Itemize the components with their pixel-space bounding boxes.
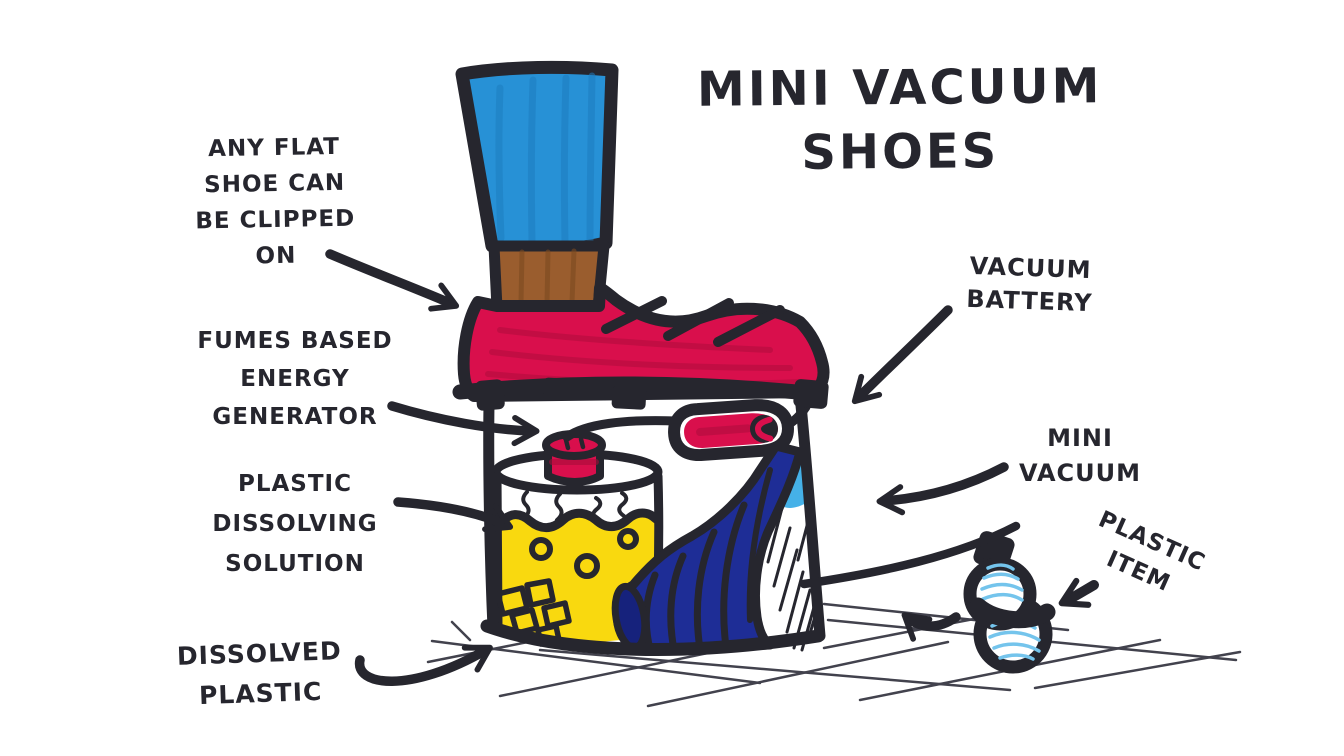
arrow-solution	[393, 497, 514, 533]
clip-tabs	[475, 377, 829, 411]
fume-squiggles	[521, 490, 629, 523]
plastic-bottle	[963, 531, 1056, 674]
label-fumes-generator: FUMES BASED ENERGY GENERATOR	[197, 328, 393, 430]
bubbles	[529, 528, 639, 579]
pipe-to-battery	[562, 416, 682, 442]
annotation-arrows	[325, 249, 1099, 686]
liquid-surface	[494, 508, 661, 533]
ankle-streaks	[518, 248, 577, 306]
arrow-generator	[387, 401, 540, 447]
label-dissolving-solution: PLASTIC DISSOLVING SOLUTION	[212, 471, 378, 577]
box-bottom	[480, 619, 825, 656]
vacuum-battery-capsule	[668, 399, 794, 462]
arrow-plastic-item	[1058, 577, 1099, 608]
sneaker-body	[457, 282, 830, 402]
fume-energy-generator	[542, 402, 811, 486]
arrow-battery	[851, 305, 953, 405]
arrow-bottle-to-box	[901, 612, 961, 642]
mini-vacuum-funnel	[611, 441, 805, 656]
shoe	[452, 60, 830, 411]
label-clip-note: ANY FLAT SHOE CAN BE CLIPPED ON	[195, 133, 356, 270]
laces	[601, 296, 785, 347]
page-title: MINI VACUUM SHOES	[696, 58, 1103, 181]
arrow-mini-vacuum	[876, 462, 1009, 516]
label-dissolved-plastic: DISSOLVED PLASTIC	[176, 636, 343, 711]
box-right-wall	[794, 390, 826, 642]
arrow-clip-note	[325, 249, 460, 312]
sole	[452, 376, 826, 402]
suction-flow-line	[799, 521, 1021, 589]
plastic-cubes	[495, 578, 572, 647]
bottle-band	[969, 597, 1056, 629]
label-mini-vacuum: MINI VACUUM	[1019, 424, 1141, 487]
pant-streaks	[495, 72, 596, 247]
label-vacuum-battery: VACUUM BATTERY	[965, 251, 1094, 318]
arrow-dissolved	[354, 644, 493, 686]
